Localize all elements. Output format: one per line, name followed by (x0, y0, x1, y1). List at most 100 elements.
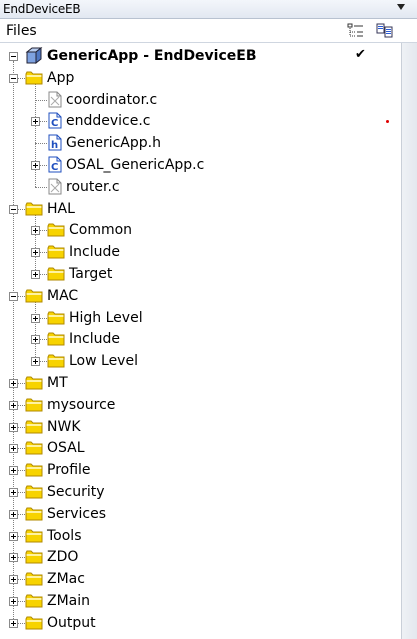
folder-icon (47, 331, 65, 351)
tree-line (35, 186, 47, 188)
expand-icon[interactable] (31, 335, 40, 345)
collapse-icon[interactable] (9, 52, 18, 61)
expand-icon[interactable] (31, 248, 40, 258)
tree-folder[interactable]: Low Level (0, 350, 400, 372)
tree-line (13, 622, 25, 624)
tree-folder[interactable]: Tools (0, 525, 400, 547)
tree-folder[interactable]: ZMac (0, 568, 400, 590)
folder-icon (25, 288, 43, 308)
svg-text:h: h (51, 140, 58, 151)
file-tree[interactable]: GenericApp - EndDeviceEB✔ App coordinator.… (0, 43, 400, 639)
tree-line (13, 77, 25, 79)
expand-icon[interactable] (9, 531, 18, 541)
tree-folder[interactable]: App (0, 67, 400, 89)
expand-icon[interactable] (31, 117, 40, 127)
tree-line (35, 165, 47, 166)
collapse-icon[interactable] (9, 204, 18, 214)
tree-line (35, 121, 47, 123)
tree-line (35, 339, 47, 341)
tree-item-label: ZMain (47, 593, 91, 609)
expand-icon[interactable] (9, 466, 18, 476)
expand-icon[interactable] (31, 270, 40, 279)
c-source-file-icon: C (48, 156, 62, 177)
tree-item-label: Target (69, 266, 113, 282)
tree-item-label: App (47, 69, 75, 86)
tree-folder[interactable]: Common (0, 219, 400, 241)
tree-folder[interactable]: OSAL (0, 437, 400, 459)
tree-folder[interactable]: ZMain (0, 590, 400, 612)
project-cube-icon (25, 46, 43, 69)
tree-folder[interactable]: Target (0, 263, 400, 285)
expand-icon[interactable] (9, 597, 18, 606)
tree-folder[interactable]: NWK (0, 416, 400, 438)
tree-line (13, 61, 14, 623)
tree-item-label: NWK (47, 418, 81, 435)
tree-folder[interactable]: MT (0, 372, 400, 394)
chevron-down-icon[interactable] (397, 4, 405, 10)
expand-icon[interactable] (31, 161, 40, 170)
tree-folder[interactable]: Include (0, 241, 400, 263)
tree-line (13, 601, 25, 602)
collapse-icon[interactable] (9, 291, 18, 301)
folder-icon (25, 615, 43, 635)
tree-folder[interactable]: Output (0, 612, 400, 634)
expand-icon[interactable] (9, 618, 18, 628)
folder-icon (47, 266, 65, 286)
tree-folder[interactable]: MAC (0, 285, 400, 307)
folder-icon (47, 244, 65, 264)
tree-line (13, 492, 25, 493)
expand-icon[interactable] (9, 553, 18, 563)
expand-icon[interactable] (31, 357, 40, 367)
folder-icon (25, 201, 43, 221)
expand-icon[interactable] (9, 575, 18, 585)
tree-item-label: GenericApp - EndDeviceEB (47, 48, 257, 64)
tree-item-label: router.c (66, 178, 120, 195)
collapse-icon[interactable] (9, 73, 18, 83)
options-icon[interactable] (347, 23, 367, 39)
tree-folder[interactable]: Security (0, 481, 400, 503)
panel-title: Files (6, 23, 37, 39)
tree-line (35, 230, 47, 232)
folder-icon (47, 353, 65, 373)
expand-icon[interactable] (9, 400, 18, 410)
expand-icon[interactable] (9, 509, 18, 519)
tree-item-label: MT (47, 375, 68, 391)
tree-folder[interactable]: Include (0, 328, 400, 350)
tree-file[interactable]: router.c (0, 176, 400, 198)
tree-line (13, 208, 25, 210)
tree-item-label: MAC (47, 287, 79, 304)
tree-item-label: Output (47, 614, 96, 631)
tree-line (35, 143, 47, 145)
tree-folder[interactable]: Services (0, 503, 400, 525)
tree-folder[interactable]: mysource (0, 394, 400, 416)
c-source-file-icon: C (48, 112, 62, 133)
folder-icon (25, 571, 43, 591)
expand-icon[interactable] (9, 488, 18, 497)
folder-icon (25, 549, 43, 569)
tree-folder[interactable]: Profile (0, 459, 400, 481)
tree-file[interactable]: coordinator.c (0, 89, 400, 111)
tree-item-label: OSAL (47, 440, 85, 457)
expand-icon[interactable] (9, 444, 18, 454)
expand-icon[interactable] (9, 379, 18, 388)
folder-icon (47, 222, 65, 242)
tree-line (13, 557, 25, 559)
project-node[interactable]: GenericApp - EndDeviceEB✔ (0, 45, 400, 67)
expand-icon[interactable] (31, 226, 40, 236)
tree-folder[interactable]: High Level (0, 307, 400, 329)
tree-line (13, 404, 25, 406)
expand-icon[interactable] (9, 422, 18, 432)
configuration-dropdown[interactable]: EndDeviceEB (0, 0, 417, 19)
tree-line (35, 361, 47, 363)
tree-line (35, 252, 47, 254)
tree-line (13, 295, 25, 297)
overview-icon[interactable] (376, 23, 396, 39)
tree-line (35, 300, 36, 362)
expand-icon[interactable] (31, 313, 40, 323)
tree-folder[interactable]: HAL (0, 198, 400, 220)
tree-folder[interactable]: ZDO (0, 546, 400, 568)
file-tree-panel[interactable]: GenericApp - EndDeviceEB✔ App coordinator.… (0, 43, 402, 639)
